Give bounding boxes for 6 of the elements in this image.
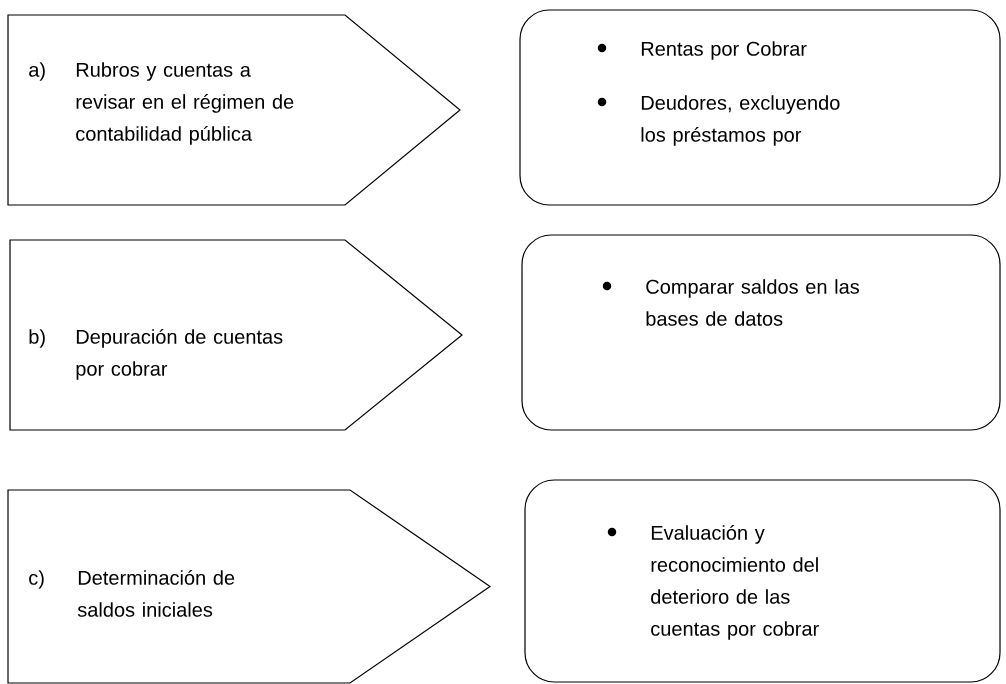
rounded-box: Evaluación y reconocimiento del deterioro de las cuentas por cobrar [524, 479, 1001, 683]
arrow-shaped-box: a) Rubros y cuentas a revisar en el régimen de contabilidad pública [7, 14, 461, 206]
rounded-box: Rentas por Cobrar Deudores, excluyendo los préstamos por [519, 9, 1001, 206]
arrow-shaped-box: c) Determinación de saldos iniciales [7, 489, 492, 684]
arrow-shaped-box: b) Depuración de cuentas por cobrar [9, 239, 463, 431]
rounded-box: Comparar saldos en las bases de datos [521, 234, 1001, 431]
